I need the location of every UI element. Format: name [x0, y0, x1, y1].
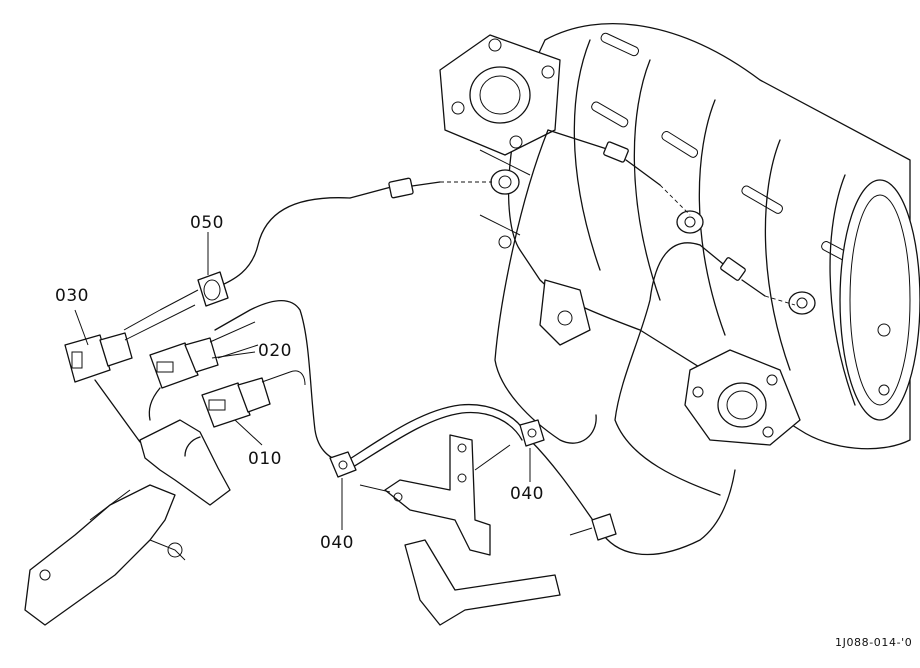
clamp-050	[123, 271, 229, 331]
fitting-040-right	[519, 419, 545, 447]
fitting-040-left	[329, 451, 357, 478]
mounting-bracket-left	[24, 379, 231, 626]
temperature-sensor-lower	[614, 242, 796, 496]
drawing-code: 1J088-014-'0	[835, 636, 913, 649]
connector-030	[64, 304, 196, 383]
callout-050: 050	[190, 213, 224, 233]
exhaust-housing	[439, 23, 920, 450]
callout-020: 020	[258, 341, 292, 361]
temperature-sensor-middle	[494, 129, 691, 444]
callout-030: 030	[55, 286, 89, 306]
fitting-lower-right	[569, 513, 617, 541]
callout-010: 010	[248, 449, 282, 469]
callout-040-left: 040	[320, 533, 354, 553]
mounting-bracket-center	[359, 434, 561, 626]
callout-leaders	[74, 232, 531, 530]
connector-010	[201, 370, 306, 428]
temperature-sensor-upper	[214, 177, 492, 289]
connector-020	[149, 321, 259, 389]
pressure-hoses	[214, 299, 736, 556]
callout-040-right: 040	[510, 484, 544, 504]
